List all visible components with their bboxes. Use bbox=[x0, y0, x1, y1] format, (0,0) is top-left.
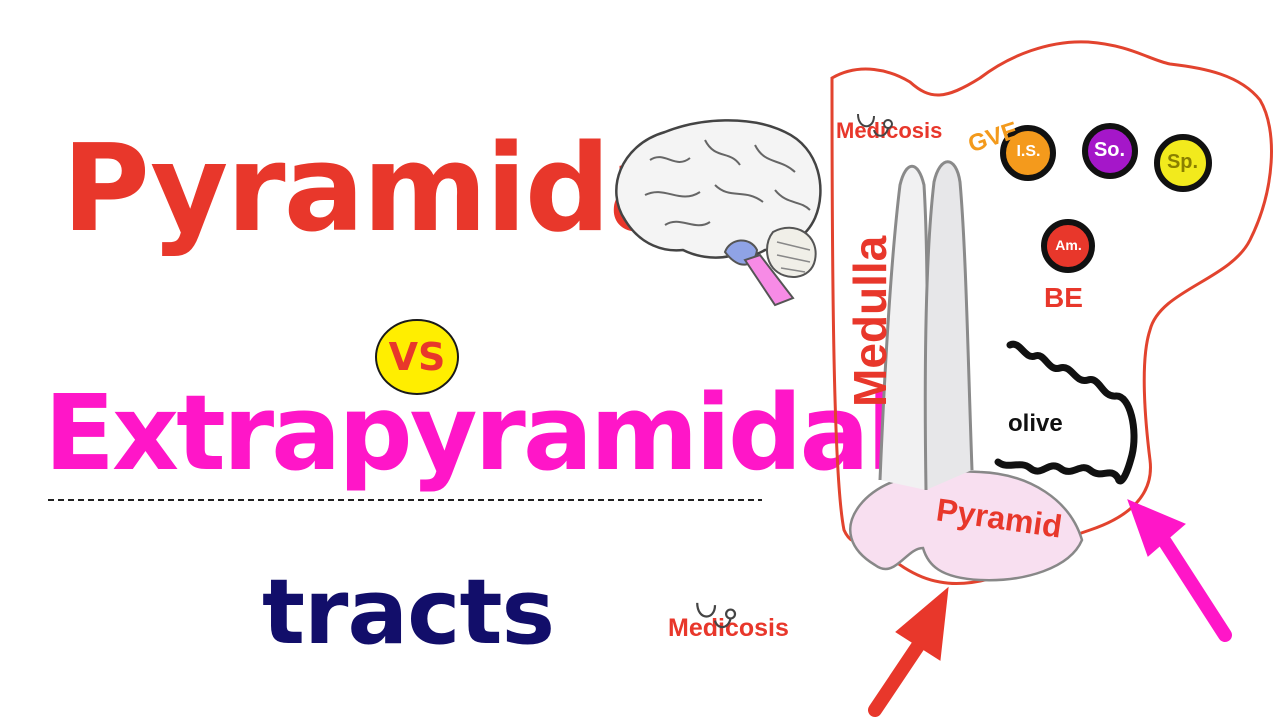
be-label: BE bbox=[1044, 282, 1083, 313]
stethoscope-icon bbox=[857, 113, 893, 137]
red-arrow bbox=[868, 586, 949, 717]
nucleus-so bbox=[1082, 123, 1138, 179]
vs-text: VS bbox=[388, 335, 446, 379]
medicosis-logo-top: Medicosis bbox=[836, 113, 943, 144]
nucleus-sp-label: Sp. bbox=[1166, 151, 1199, 173]
title-tracts: tracts bbox=[262, 560, 555, 665]
stethoscope-icon bbox=[696, 602, 737, 629]
title-extrapyramidal: Extrapyramidal bbox=[44, 372, 902, 494]
pyramid-shape bbox=[849, 470, 1084, 582]
medicosis-text-top: Medicosis bbox=[836, 118, 943, 143]
medicosis-logo-bottom: Medicosis bbox=[668, 602, 789, 643]
medulla-label: Medulla bbox=[844, 235, 896, 407]
nucleus-is bbox=[1000, 125, 1056, 181]
nucleus-is-label: I.S. bbox=[1016, 143, 1041, 160]
medulla-diagram bbox=[830, 40, 1273, 717]
vs-circle bbox=[375, 319, 459, 395]
olive-label: olive bbox=[1008, 410, 1063, 437]
pink-arrow bbox=[1127, 499, 1232, 642]
nucleus-so-label: So. bbox=[1093, 139, 1126, 161]
vs-badge: VS bbox=[374, 318, 460, 396]
nucleus-am-label: Am. bbox=[1055, 237, 1082, 253]
title-underline bbox=[48, 499, 762, 501]
olive-squiggle bbox=[994, 340, 1138, 485]
nucleus-am bbox=[1041, 219, 1095, 273]
brain-icon bbox=[615, 119, 822, 307]
nucleus-sp bbox=[1154, 134, 1212, 192]
pyramidal-column-right bbox=[923, 160, 974, 491]
